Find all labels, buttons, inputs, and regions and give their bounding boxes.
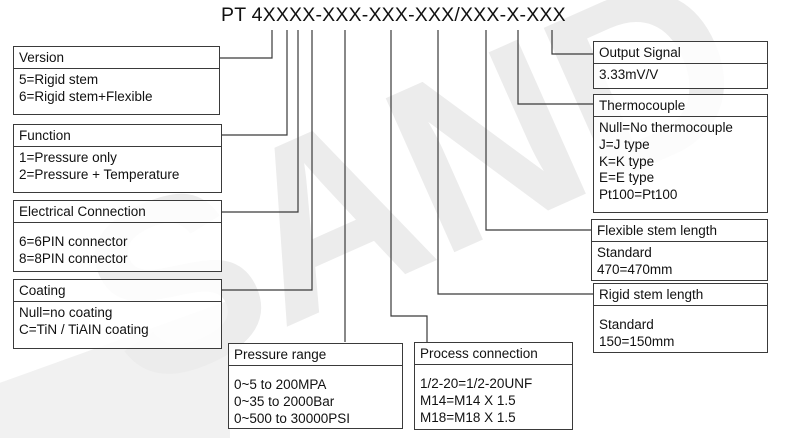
function-box: Function 1=Pressure only 2=Pressure + Te…: [13, 124, 222, 193]
electrical-option: 8=8PIN connector: [19, 250, 128, 266]
output-signal-box: Output Signal 3.33mV/V: [593, 41, 768, 89]
rigid-stem-option: Standard: [599, 317, 654, 332]
coating-option: Null=no coating: [19, 305, 113, 320]
process-connection-title: Process connection: [415, 343, 572, 365]
version-option: 5=Rigid stem: [19, 72, 99, 87]
flexible-stem-option: Standard: [597, 245, 652, 260]
thermocouple-option: J=J type: [599, 136, 650, 152]
thermocouple-option: E=E type: [599, 170, 655, 186]
version-title: Version: [14, 47, 219, 69]
output-option: 3.33mV/V: [599, 67, 659, 82]
process-option: M18=M18 X 1.5: [420, 409, 516, 425]
pressure-option: 0~500 to 30000PSI: [234, 410, 350, 426]
pressure-range-title: Pressure range: [229, 344, 402, 366]
pressure-option: 0~35 to 2000Bar: [234, 393, 335, 409]
output-signal-title: Output Signal: [594, 42, 767, 64]
coating-option: C=TiN / TiAIN coating: [19, 321, 149, 337]
thermocouple-option: Pt100=Pt100: [599, 187, 678, 203]
electrical-connection-box: Electrical Connection 6=6PIN connector 8…: [13, 200, 222, 272]
electrical-connection-title: Electrical Connection: [14, 201, 221, 223]
rigid-stem-option: 150=150mm: [599, 333, 675, 349]
thermocouple-option: Null=No thermocouple: [599, 120, 733, 135]
process-option: 1/2-20=1/2-20UNF: [420, 376, 533, 391]
thermocouple-option: K=K type: [599, 153, 655, 169]
process-option: M14=M14 X 1.5: [420, 392, 516, 408]
process-connection-box: Process connection 1/2-20=1/2-20UNF M14=…: [414, 342, 573, 430]
version-box: Version 5=Rigid stem 6=Rigid stem+Flexib…: [13, 46, 220, 115]
rigid-stem-length-box: Rigid stem length Standard 150=150mm: [593, 283, 768, 353]
rigid-stem-length-title: Rigid stem length: [594, 284, 767, 306]
flexible-stem-length-box: Flexible stem length Standard 470=470mm: [591, 219, 768, 281]
pressure-option: 0~5 to 200MPA: [234, 377, 327, 392]
coating-title: Coating: [14, 280, 221, 302]
part-number-code: PT 4XXXX-XXX-XXX-XXX/XXX-X-XXX: [221, 4, 566, 26]
thermocouple-box: Thermocouple Null=No thermocouple J=J ty…: [593, 94, 768, 213]
function-option: 2=Pressure + Temperature: [19, 166, 180, 182]
function-title: Function: [14, 125, 221, 147]
thermocouple-title: Thermocouple: [594, 95, 767, 117]
version-option: 6=Rigid stem+Flexible: [19, 88, 153, 104]
connector-version: [219, 30, 273, 59]
flexible-stem-length-title: Flexible stem length: [592, 220, 767, 242]
coating-box: Coating Null=no coating C=TiN / TiAIN co…: [13, 279, 222, 349]
function-option: 1=Pressure only: [19, 150, 117, 165]
flexible-stem-option: 470=470mm: [597, 261, 673, 277]
pressure-range-box: Pressure range 0~5 to 200MPA 0~35 to 200…: [228, 343, 403, 429]
electrical-option: 6=6PIN connector: [19, 234, 128, 249]
